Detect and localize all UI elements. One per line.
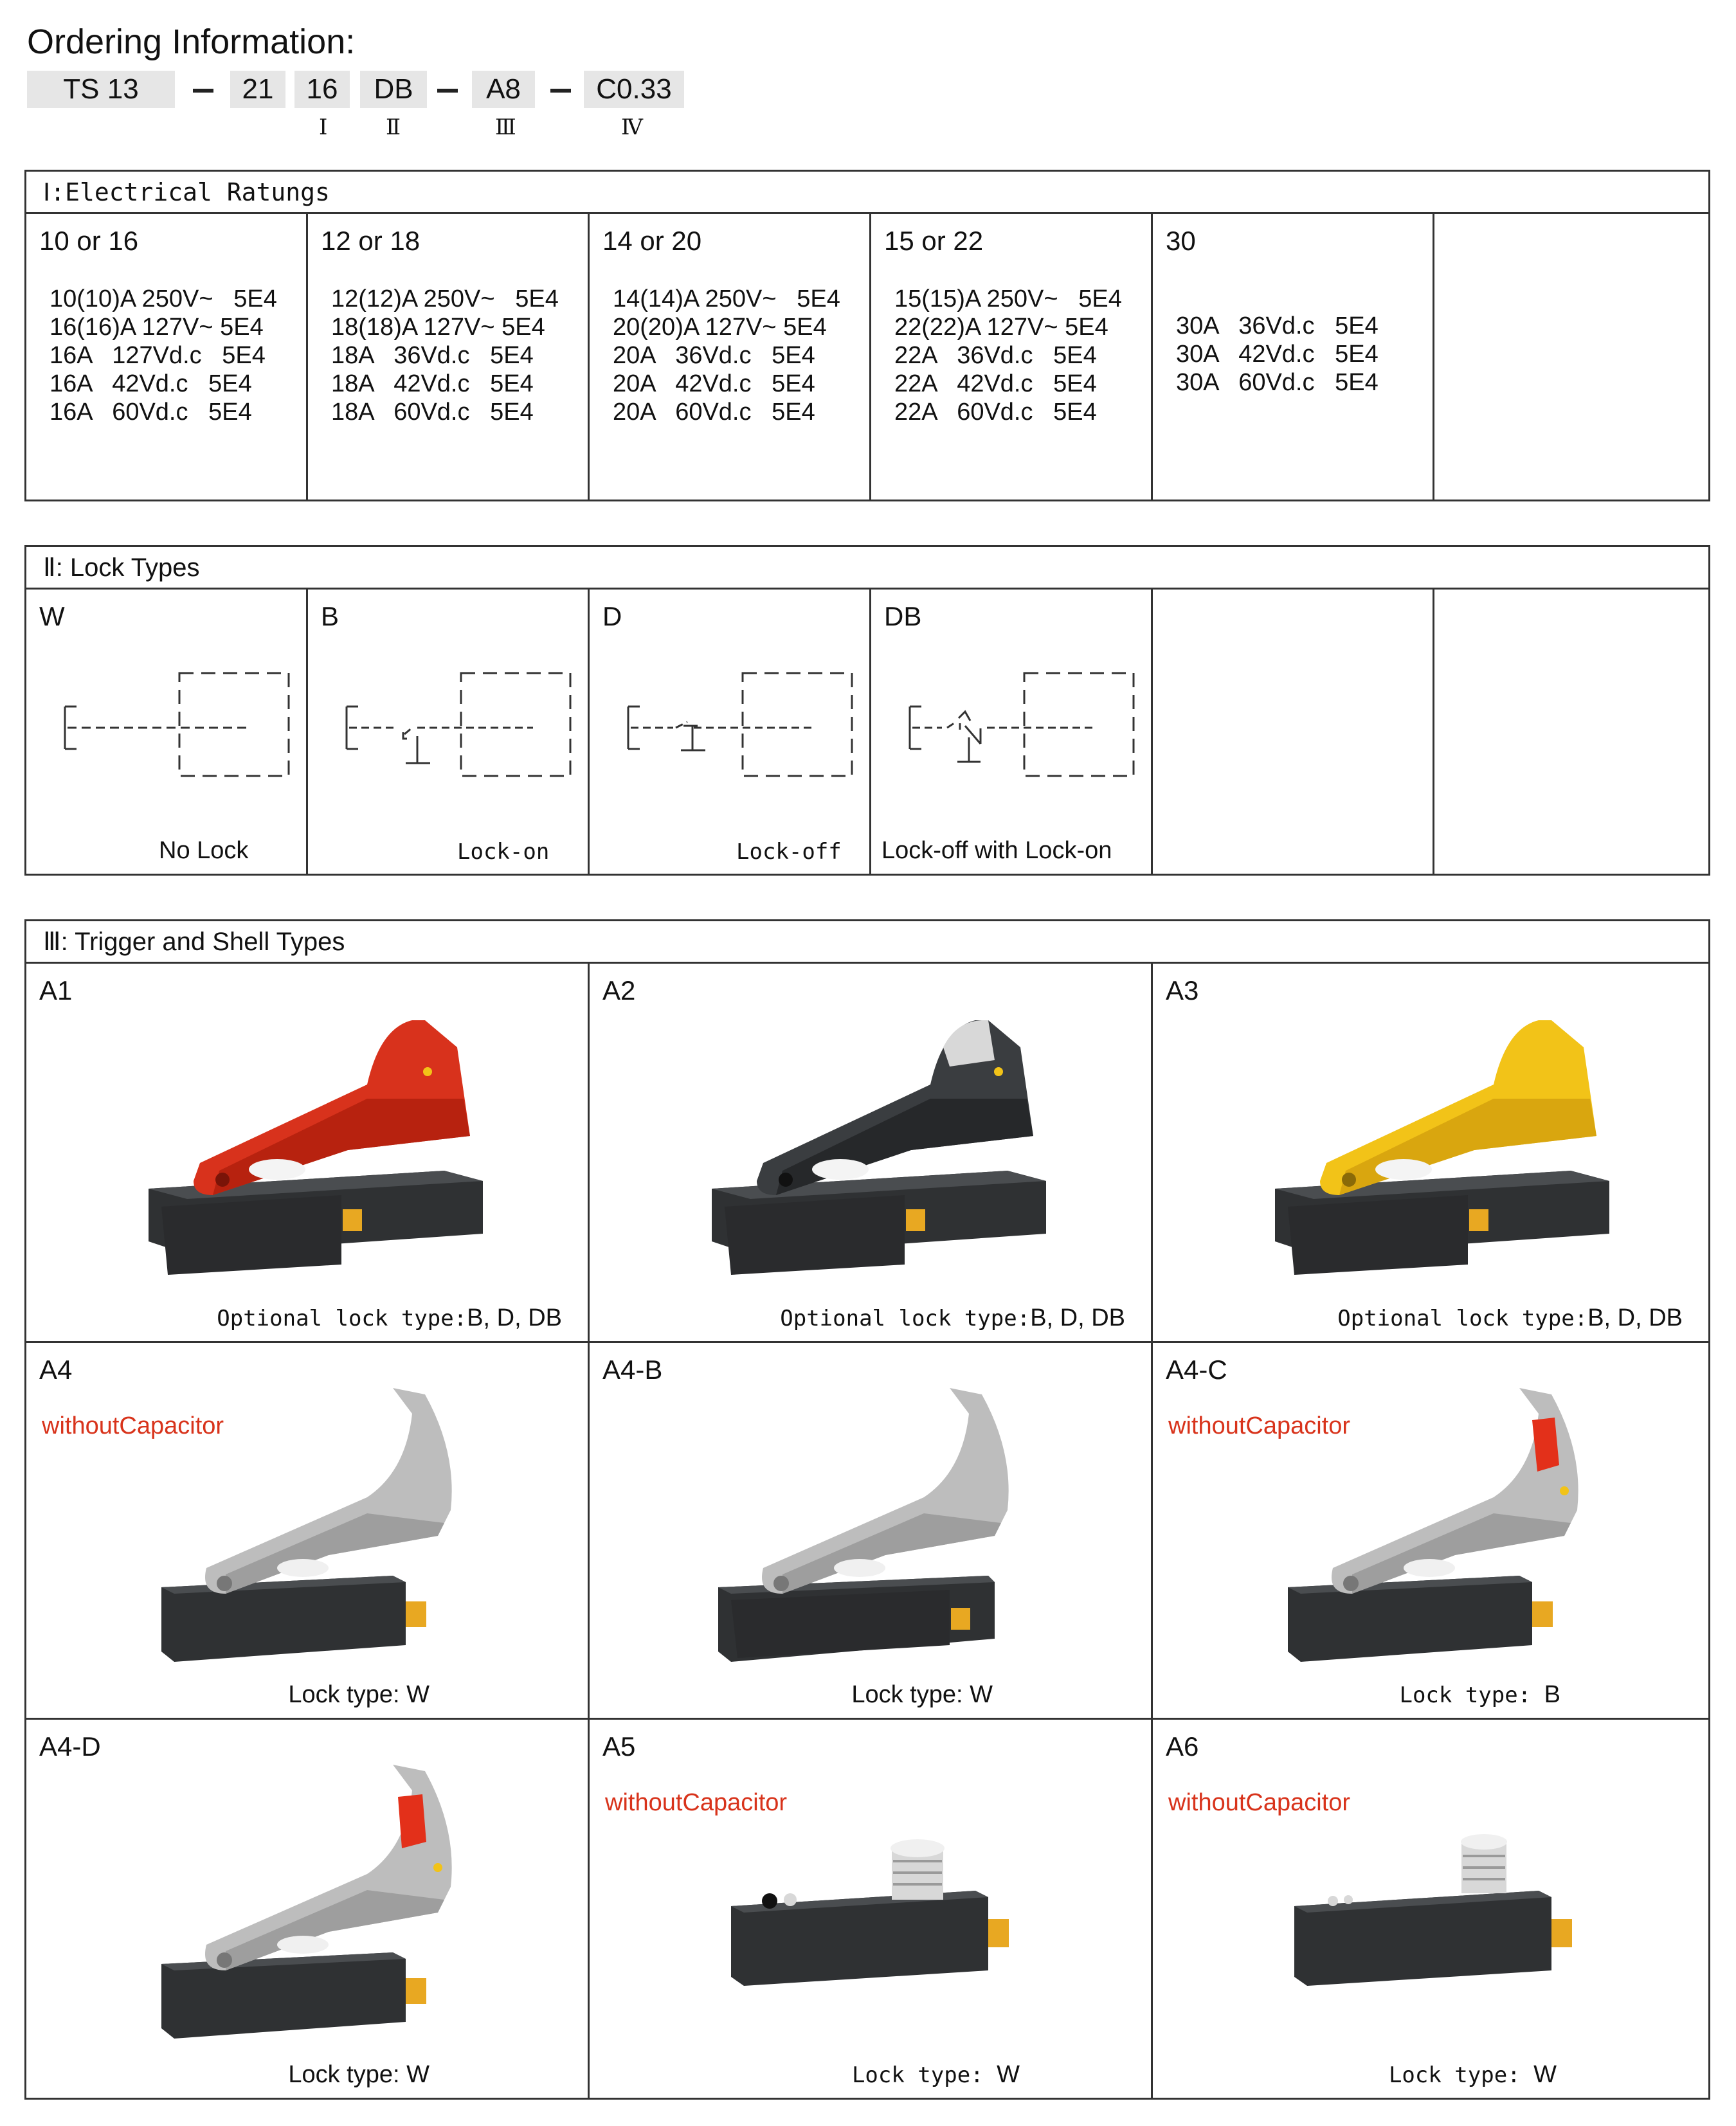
lock-on-diagram-icon <box>345 672 572 777</box>
lock-type-empty <box>1153 590 1434 874</box>
lock-type-d: D Lock-off <box>590 590 871 874</box>
rating-column: 30 30A 36Vd.c 5E4 30A 42Vd.c 5E4 30A 60V… <box>1153 214 1434 500</box>
code-rating: 16 <box>294 71 350 108</box>
trigger-caption: Lock type: W <box>1388 2061 1557 2088</box>
rating-lines: 10(10)A 250V~ 5E4 16(16)A 127V~ 5E4 16A … <box>50 285 277 426</box>
trigger-cell-a5: A5 withoutCapacitor Lock type: W <box>590 1720 1153 2098</box>
switch-silver-lock-button-image <box>161 1765 452 2039</box>
trigger-code: A5 <box>602 1731 636 1761</box>
switch-red-trigger-image <box>149 1020 483 1275</box>
switch-yellow-trigger-image <box>1275 1020 1609 1275</box>
code-series: TS 13 <box>27 71 175 108</box>
lock-code: D <box>602 601 622 631</box>
lock-off-diagram-icon <box>627 672 853 777</box>
lock-caption: No Lock <box>159 837 249 864</box>
rating-column: 15 or 22 15(15)A 250V~ 5E4 22(22)A 127V~… <box>871 214 1153 500</box>
trigger-caption: Lock type: B <box>1399 1681 1560 1708</box>
trigger-code: A4-B <box>602 1355 663 1385</box>
trigger-code: A6 <box>1166 1731 1199 1761</box>
lock-caption: Lock-off <box>736 839 842 865</box>
lock-type-b: B Lock-on <box>308 590 590 874</box>
no-lock-diagram-icon <box>64 672 290 777</box>
lock-type-db: DB Lock-off with Lock-on <box>871 590 1153 874</box>
trigger-code: A1 <box>39 975 73 1005</box>
code-part-21: 21 <box>230 71 285 108</box>
electrical-ratings-title: Ⅰ:Electrical Ratungs <box>26 172 1708 214</box>
trigger-code: A4-C <box>1166 1355 1227 1385</box>
switch-silver-trigger-image <box>161 1388 452 1662</box>
lock-types-title: Ⅱ: Lock Types <box>26 547 1708 590</box>
trigger-cell-a1: A1 Optional lock type:B, D, DB <box>26 964 590 1341</box>
lock-type-empty <box>1434 590 1708 874</box>
trigger-shell-title: Ⅲ: Trigger and Shell Types <box>26 921 1708 964</box>
rating-column-title: 10 or 16 <box>39 226 139 256</box>
switch-silver-lock-button-image <box>1288 1388 1578 1662</box>
roman-4: Ⅳ <box>621 114 643 140</box>
trigger-caption: Optional lock type:B, D, DB <box>217 1304 562 1331</box>
trigger-shell-table: Ⅲ: Trigger and Shell Types A1 Optional l… <box>24 919 1710 2100</box>
lock-code: B <box>321 601 339 631</box>
lock-caption: Lock-off with Lock-on <box>882 837 1112 864</box>
trigger-cell-a6: A6 withoutCapacitor Lock type: W <box>1153 1720 1708 2098</box>
ordering-title: Ordering Information: <box>27 23 356 61</box>
switch-pushbutton-image <box>1294 1834 1572 1986</box>
trigger-code: A4 <box>39 1355 73 1385</box>
trigger-caption: Lock type: W <box>288 2061 429 2088</box>
switch-silver-trigger-image <box>718 1388 1009 1662</box>
switch-pushbutton-image <box>731 1839 1009 1986</box>
trigger-cell-a4-b: A4-B Lock type: W <box>590 1343 1153 1718</box>
lock-code: W <box>39 601 65 631</box>
trigger-cell-a4-d: A4-D Lock type: W <box>26 1720 590 2098</box>
rating-column: 12 or 18 12(12)A 250V~ 5E4 18(18)A 127V~… <box>308 214 590 500</box>
lock-caption: Lock-on <box>457 839 550 865</box>
without-capacitor-note: withoutCapacitor <box>42 1412 224 1439</box>
trigger-caption: Lock type: W <box>851 1681 993 1708</box>
without-capacitor-note: withoutCapacitor <box>605 1789 788 1816</box>
rating-column-title: 15 or 22 <box>884 226 984 256</box>
code-lock: DB <box>360 71 427 108</box>
code-trigger: A8 <box>472 71 535 108</box>
without-capacitor-note: withoutCapacitor <box>1168 1789 1351 1816</box>
trigger-caption: Lock type: W <box>288 1681 429 1708</box>
roman-3: Ⅲ <box>495 114 516 140</box>
trigger-cell-a2: A2 Optional lock type:B, D, DB <box>590 964 1153 1341</box>
rating-column-empty <box>1434 214 1708 500</box>
lock-off-lock-on-diagram-icon <box>909 672 1135 777</box>
trigger-code: A3 <box>1166 975 1199 1005</box>
without-capacitor-note: withoutCapacitor <box>1168 1412 1351 1439</box>
rating-column: 14 or 20 14(14)A 250V~ 5E4 20(20)A 127V~… <box>590 214 871 500</box>
trigger-cell-a3: A3 Optional lock type:B, D, DB <box>1153 964 1708 1341</box>
trigger-cell-a4: A4 withoutCapacitor Lock type: W <box>26 1343 590 1718</box>
trigger-caption: Optional lock type:B, D, DB <box>1337 1304 1683 1331</box>
rating-column-title: 30 <box>1166 226 1196 256</box>
rating-lines: 15(15)A 250V~ 5E4 22(22)A 127V~ 5E4 22A … <box>894 285 1122 426</box>
electrical-ratings-table: Ⅰ:Electrical Ratungs 10 or 16 10(10)A 25… <box>24 170 1710 501</box>
trigger-code: A4-D <box>39 1731 101 1761</box>
lock-types-table: Ⅱ: Lock Types W No Lock B <box>24 545 1710 876</box>
trigger-caption: Optional lock type:B, D, DB <box>780 1304 1125 1331</box>
trigger-caption: Lock type: W <box>851 2061 1020 2088</box>
rating-column-title: 12 or 18 <box>321 226 420 256</box>
trigger-cell-a4-c: A4-C withoutCapacitor Lock type: B <box>1153 1343 1708 1718</box>
lock-code: DB <box>884 601 922 631</box>
rating-lines: 30A 36Vd.c 5E4 30A 42Vd.c 5E4 30A 60Vd.c… <box>1176 312 1379 396</box>
roman-1: Ⅰ <box>319 114 328 140</box>
rating-column: 10 or 16 10(10)A 250V~ 5E4 16(16)A 127V~… <box>26 214 308 500</box>
code-dash <box>437 89 458 93</box>
trigger-code: A2 <box>602 975 636 1005</box>
code-dash <box>550 89 571 93</box>
rating-lines: 14(14)A 250V~ 5E4 20(20)A 127V~ 5E4 20A … <box>613 285 840 426</box>
roman-2: Ⅱ <box>386 114 401 140</box>
rating-lines: 12(12)A 250V~ 5E4 18(18)A 127V~ 5E4 18A … <box>331 285 559 426</box>
code-dash <box>193 89 213 93</box>
code-capacitor: C0.33 <box>584 71 684 108</box>
lock-type-w: W No Lock <box>26 590 308 874</box>
switch-black-trigger-image <box>712 1020 1046 1275</box>
rating-column-title: 14 or 20 <box>602 226 702 256</box>
